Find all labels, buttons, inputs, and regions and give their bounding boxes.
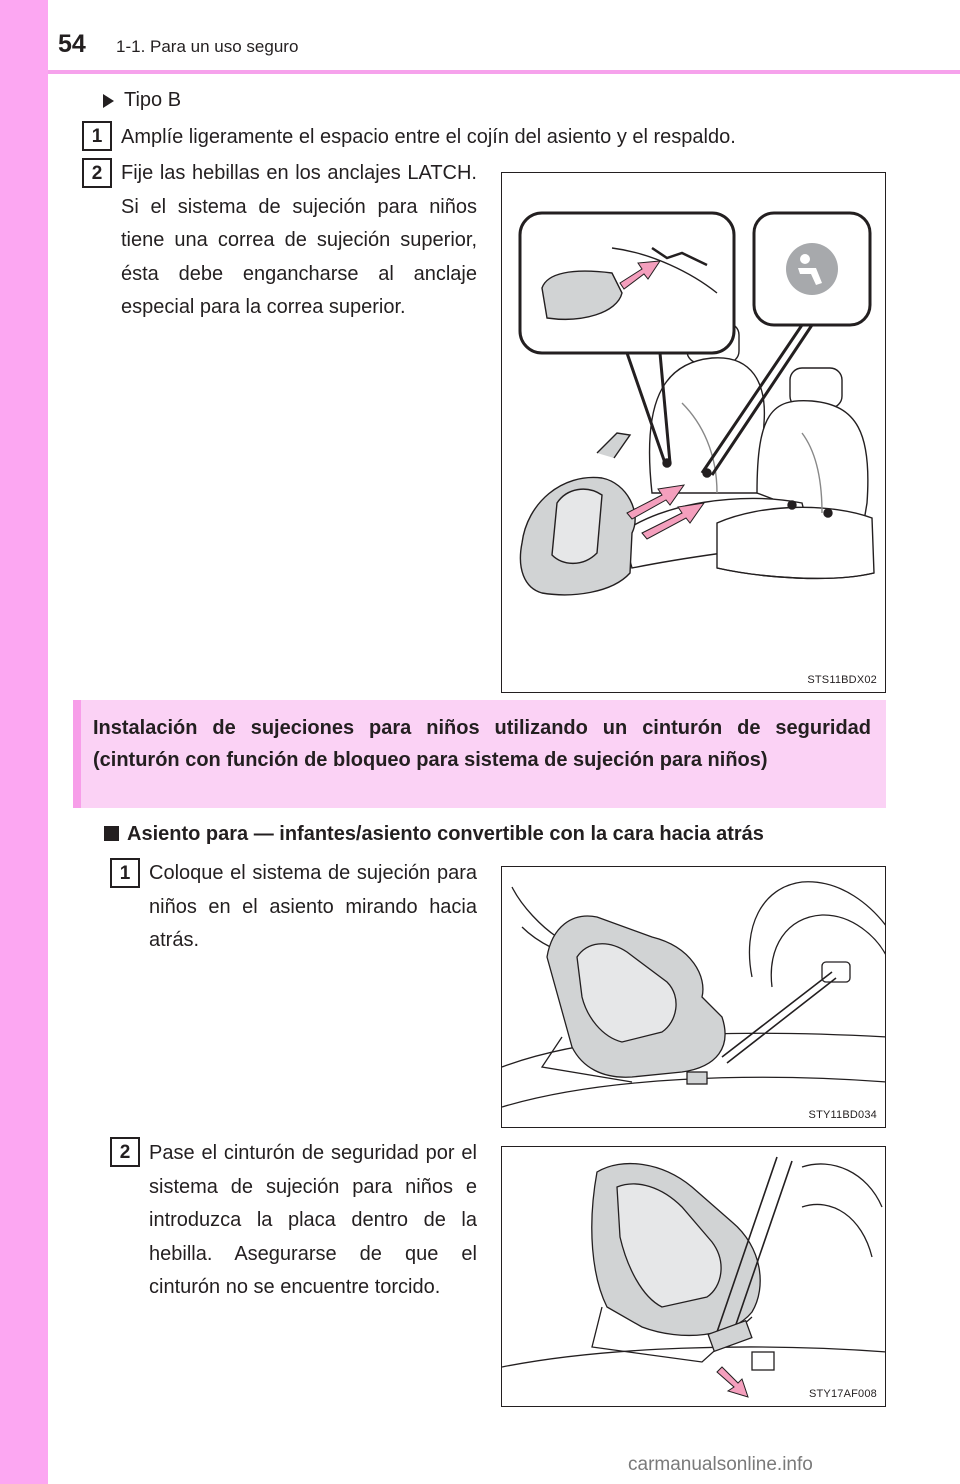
step-1-badge: 1	[110, 858, 140, 888]
belt-step-1-text: Coloque el sistema de sujeción para niño…	[149, 862, 477, 951]
section-heading: Instalación de sujeciones para niños uti…	[93, 717, 871, 771]
step-2-badge: 2	[110, 1137, 140, 1167]
watermark: carmanualsonline.info	[628, 1454, 813, 1475]
running-header: 1-1. Para un uso seguro	[116, 37, 299, 56]
child-seat-icon	[798, 254, 822, 285]
step-2-badge: 2	[82, 158, 112, 188]
type-b-step-1-text: Amplíe ligeramente el espacio entre el c…	[121, 126, 736, 148]
figure-code: STY11BD034	[808, 1109, 877, 1121]
type-b-title: Tipo B	[124, 89, 182, 111]
header-rule	[48, 70, 960, 74]
subheading: Asiento para — infantes/asiento converti…	[127, 823, 764, 845]
chapter-side-strip	[0, 0, 48, 1484]
figure-code: STY17AF008	[808, 1388, 877, 1400]
latch-installation-figure: STS11BDX02	[501, 172, 886, 693]
rear-facing-seat-figure: STY11BD034	[501, 866, 886, 1128]
belt-step-2-text: Pase el cinturón de seguridad por el sis…	[149, 1142, 477, 1298]
type-b-step-2-text: Fije las hebillas en los anclajes LATCH.…	[121, 162, 477, 318]
triangle-bullet-icon	[103, 94, 114, 108]
buckle-belt-figure: STY17AF008	[501, 1146, 886, 1407]
page-number: 54	[58, 30, 86, 58]
figure-code: STS11BDX02	[807, 674, 877, 686]
section-heading-box: Instalación de sujeciones para niños uti…	[73, 700, 886, 808]
square-bullet-icon	[104, 826, 119, 841]
step-1-badge: 1	[82, 121, 112, 151]
